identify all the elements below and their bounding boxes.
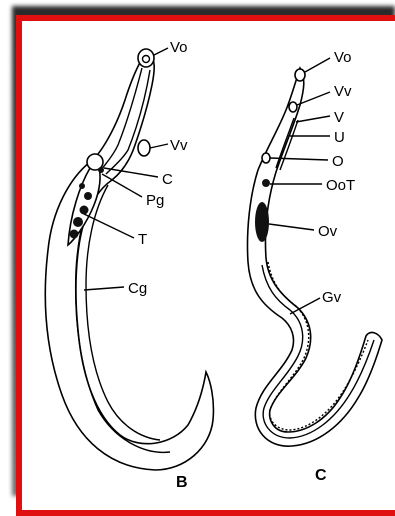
leader-male-vo	[154, 48, 168, 55]
leader-male-cg	[84, 287, 124, 290]
label-male-cg: Cg	[128, 280, 147, 297]
male-testis-4	[84, 192, 92, 200]
male-testis-1	[73, 217, 83, 227]
male-ventral-sucker	[138, 140, 150, 156]
female-ootype	[262, 179, 270, 187]
female-ovary	[255, 202, 269, 242]
male-testis-3	[70, 230, 79, 239]
male-cirrus	[98, 167, 104, 173]
label-male-vo: Vo	[170, 39, 188, 56]
female-oocyte	[262, 153, 270, 163]
label-female-oot: OoT	[326, 177, 355, 194]
leader-female-v	[296, 116, 330, 122]
panel-label-b: B	[176, 474, 188, 491]
male-worm: Vo Vv C Pg T Cg B	[45, 39, 213, 491]
female-body-outline	[247, 68, 382, 446]
male-testis-2	[80, 206, 89, 215]
leader-female-vo	[305, 58, 330, 72]
label-male-pg: Pg	[146, 192, 164, 209]
label-female-ov: Ov	[318, 223, 338, 240]
leader-male-t	[84, 214, 134, 238]
label-female-u: U	[334, 129, 345, 146]
label-female-v: V	[334, 109, 344, 126]
male-oral-sucker	[138, 49, 154, 67]
panel-label-c: C	[315, 467, 327, 484]
leader-male-vv	[150, 144, 168, 148]
male-fold-line-2	[86, 185, 160, 440]
label-male-t: T	[138, 231, 147, 248]
label-male-c: C	[162, 171, 173, 188]
label-female-gv: Gv	[322, 289, 342, 306]
female-worm: Vo Vv V U O OoT Ov Gv C	[247, 49, 382, 484]
label-female-vo: Vo	[334, 49, 352, 66]
label-female-vv: Vv	[334, 83, 352, 100]
female-ventral-sucker	[289, 102, 297, 112]
label-male-vv: Vv	[170, 137, 188, 154]
label-female-o: O	[332, 153, 344, 170]
female-oral-sucker	[295, 69, 305, 81]
leader-female-ov	[269, 224, 314, 230]
male-testis-5	[79, 183, 85, 189]
